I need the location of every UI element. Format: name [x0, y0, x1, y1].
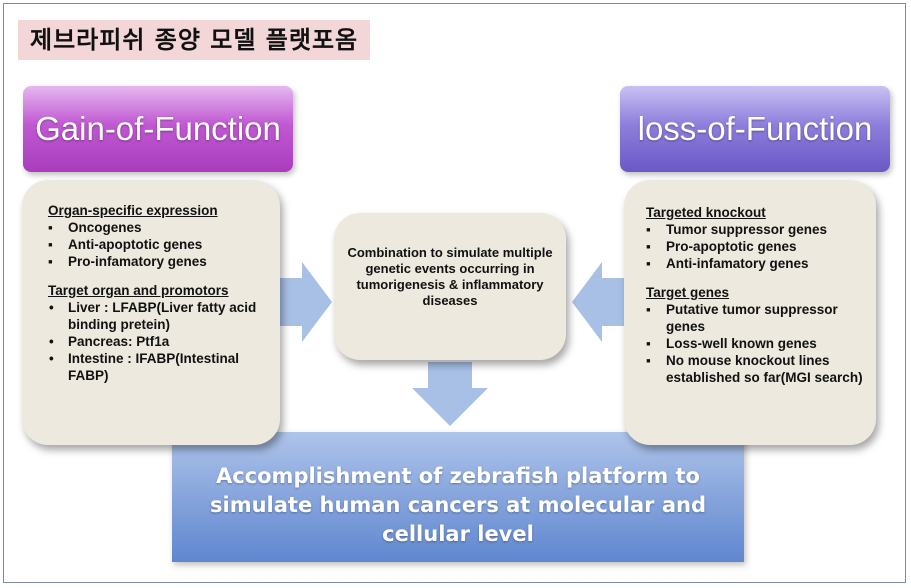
loss-section1-heading: Targeted knockout: [646, 205, 766, 220]
combination-card: Combination to simulate multiple genetic…: [334, 213, 566, 360]
gain-of-function-header: Gain-of-Function: [23, 86, 293, 172]
gain-of-function-card: Organ-specific expression Oncogenes Anti…: [22, 180, 280, 445]
outcome-box: Accomplishment of zebrafish platform to …: [172, 432, 744, 562]
loss-section1-list: Tumor suppressor genes Pro-apoptotic gen…: [646, 221, 868, 272]
page-title: 제브라피쉬 종양 모델 플랫포옴: [18, 20, 371, 60]
list-item: No mouse knockout lines established so f…: [646, 352, 868, 386]
loss-of-function-header: loss-of-Function: [620, 86, 890, 172]
list-item: Anti-apoptotic genes: [48, 236, 270, 253]
list-item: Loss-well known genes: [646, 335, 868, 352]
list-item: Tumor suppressor genes: [646, 221, 868, 238]
list-item: Oncogenes: [48, 219, 270, 236]
arrow-right-icon: [280, 262, 332, 342]
loss-section2-heading: Target genes: [646, 285, 730, 300]
list-item: Anti-infamatory genes: [646, 255, 868, 272]
loss-section2-list: Putative tumor suppressor genes Loss-wel…: [646, 301, 868, 386]
gain-section1-heading: Organ-specific expression: [48, 203, 218, 218]
list-item: Pancreas: Ptf1a: [48, 333, 270, 350]
arrow-left-icon: [572, 262, 624, 342]
list-item: Putative tumor suppressor genes: [646, 301, 868, 335]
list-item: Liver : LFABP(Liver fatty acid binding p…: [48, 299, 270, 333]
combination-text: Combination to simulate multiple genetic…: [347, 245, 553, 308]
list-item: Pro-apoptotic genes: [646, 238, 868, 255]
arrow-down-icon: [412, 362, 488, 426]
gain-section1-list: Oncogenes Anti-apoptotic genes Pro-infam…: [48, 219, 270, 270]
list-item: Intestine : IFABP(Intestinal FABP): [48, 350, 270, 384]
gain-section2-heading: Target organ and promotors: [48, 283, 229, 298]
list-item: Pro-infamatory genes: [48, 253, 270, 270]
outcome-text: Accomplishment of zebrafish platform to …: [210, 464, 706, 546]
gain-section2-list: Liver : LFABP(Liver fatty acid binding p…: [48, 299, 270, 384]
loss-of-function-card: Targeted knockout Tumor suppressor genes…: [624, 180, 876, 445]
